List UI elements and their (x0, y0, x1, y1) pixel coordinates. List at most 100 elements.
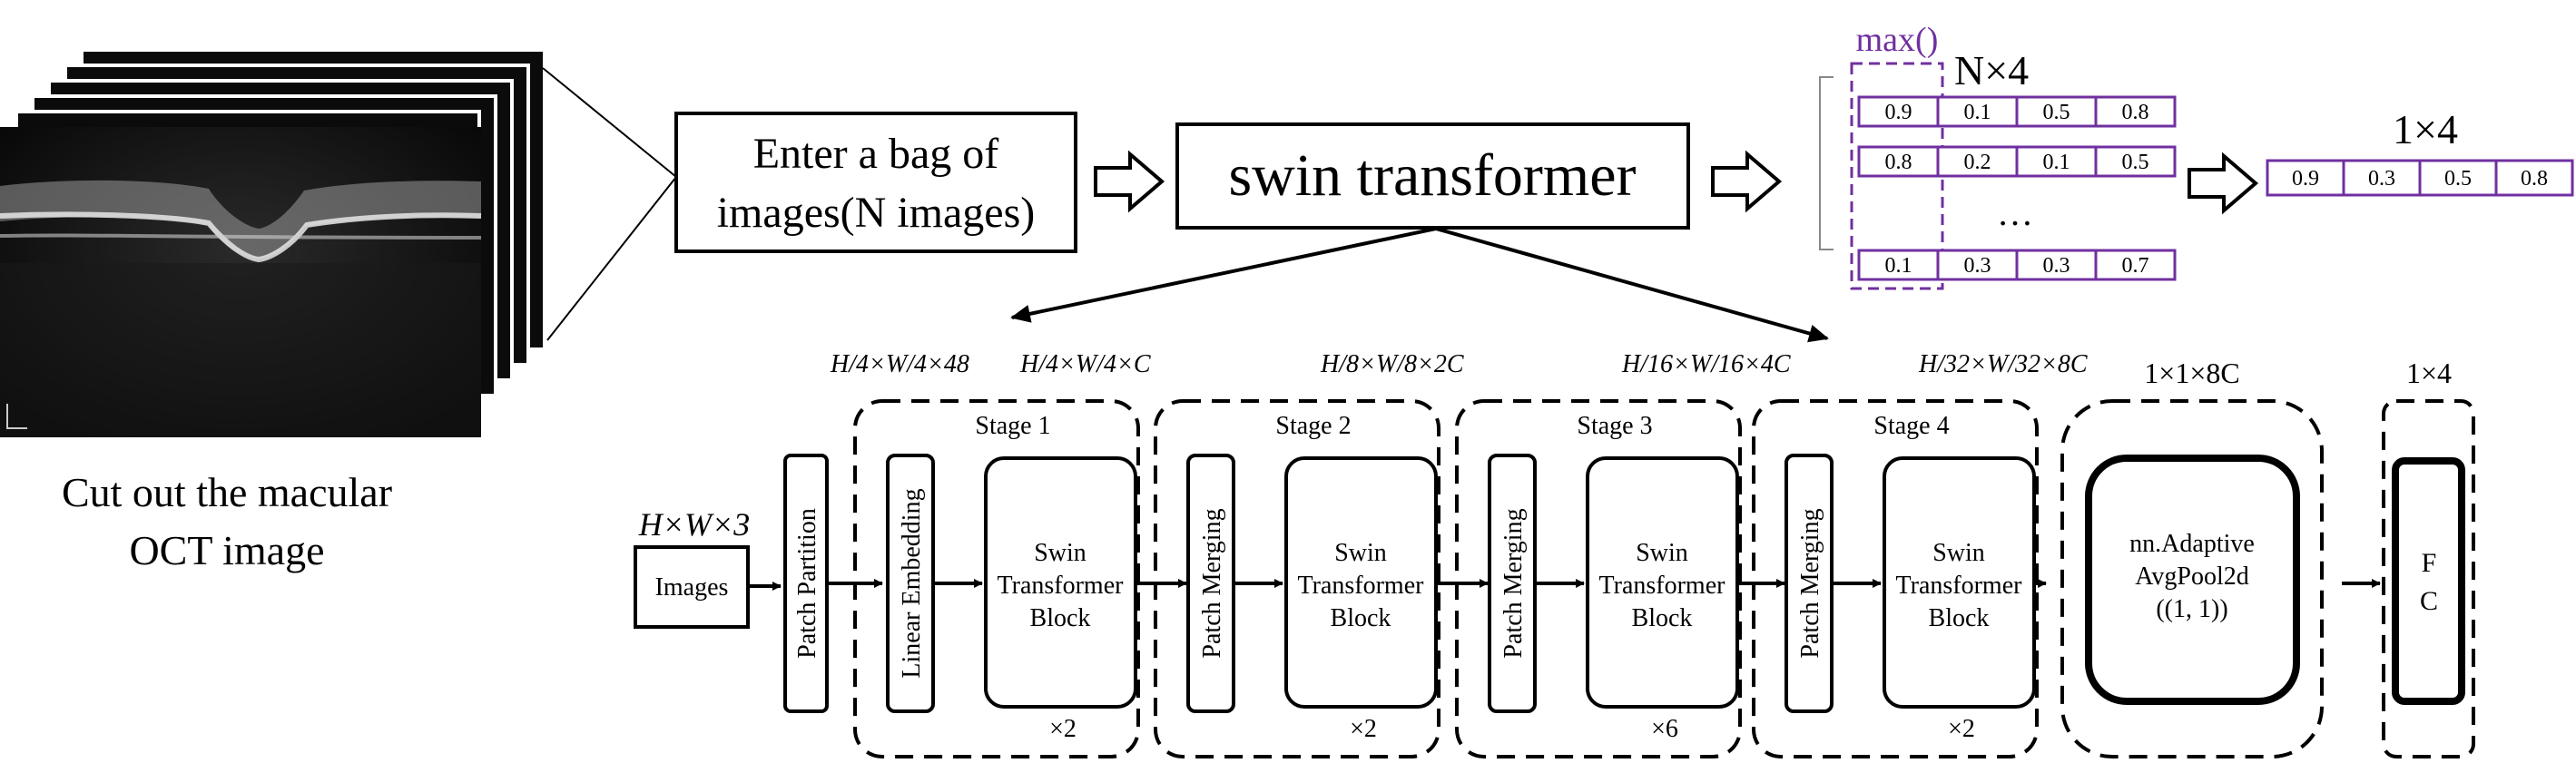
bag-box-line1: Enter a bag of (753, 130, 999, 178)
matrix-dims-label: N×4 (1954, 47, 2029, 93)
result-cell-value: 0.5 (2444, 167, 2472, 191)
retina-rpe-line (0, 211, 482, 263)
stage-first-block (1785, 454, 1834, 713)
stage-dashed-region (1154, 399, 1440, 758)
max-label: max() (1856, 21, 1939, 59)
matrix-cell (2094, 249, 2177, 281)
swin-block-label: Transformer (1896, 572, 2023, 600)
matrix-cell-value: 0.8 (2122, 101, 2149, 124)
result-cell-value: 0.9 (2292, 167, 2319, 191)
matrix-cell-value: 0.5 (2122, 151, 2149, 174)
swin-block-label: Block (1929, 604, 1990, 632)
matrix-cell (1936, 95, 2019, 128)
retina-choroid-line (0, 233, 482, 240)
swin-transformer-block (1284, 456, 1438, 709)
swin-block-label: Swin (1334, 539, 1387, 567)
matrix-cell-value: 0.9 (1885, 101, 1912, 124)
fan-arrow-right (1435, 227, 1829, 343)
swin-transformer-block (1883, 456, 2036, 709)
matrix-cell (2094, 145, 2177, 178)
swin-block-label: Block (1632, 604, 1693, 632)
matrix-cell-value: 0.2 (1964, 151, 1991, 174)
stage-dashed-region (853, 399, 1140, 758)
stage-output-dims: H/4×W/4×C (1019, 350, 1151, 378)
input-dims-label: H×W×3 (638, 506, 751, 543)
stage-repeat-label: ×6 (1651, 715, 1678, 743)
pipeline: H×W×3 Images Patch Partition H/4×W/4×48 … (634, 350, 2475, 758)
matrix-brace (1819, 76, 1834, 250)
fc-line1: F (2422, 548, 2437, 578)
stage-output-dims: H/8×W/8×2C (1320, 350, 1464, 378)
matrix-cell-value: 0.1 (1885, 254, 1912, 278)
swin-block-label: Swin (1932, 539, 1985, 567)
matrix-cell-value: 0.5 (2043, 101, 2070, 124)
result-cell (2494, 159, 2574, 197)
dims-after-partition: H/4×W/4×48 (830, 350, 969, 378)
matrix-cell-value: 0.1 (2043, 151, 2070, 174)
stage-title: Stage 1 (975, 412, 1050, 440)
matrix-ellipsis: … (1997, 192, 2033, 233)
stage-dashed-region (1752, 399, 2039, 758)
retina-layer-band (0, 180, 481, 259)
fc-dashed-region (2382, 399, 2475, 758)
result-cell (2266, 159, 2345, 197)
oct-noise-region (0, 263, 481, 437)
swin-transformer-block (984, 456, 1137, 709)
stage-first-block (886, 454, 935, 713)
hollow-arrow-1 (1094, 150, 1165, 213)
oct-image-stack (0, 48, 546, 437)
stage-title: Stage 3 (1577, 412, 1652, 440)
stage-repeat-label: ×2 (1350, 715, 1377, 743)
stage-repeat-label: ×2 (1948, 715, 1975, 743)
fc-line2: C (2420, 586, 2438, 616)
result-cell-value: 0.3 (2368, 167, 2395, 191)
swin-transformer-block (1586, 456, 1739, 709)
matrix-row: 0.1 0.3 0.3 0.7 (1857, 249, 2177, 281)
max-highlight-box (1850, 62, 1944, 290)
stage-first-block-label: Patch Merging (1499, 508, 1528, 658)
stage-first-block (1186, 454, 1235, 713)
stage-dashed-region (1455, 399, 1742, 758)
matrix-cell-value: 0.3 (1964, 254, 1991, 278)
stack-connector-top (542, 67, 677, 178)
result-cell (2342, 159, 2422, 197)
matrix-cell (2015, 95, 2098, 128)
swin-block-label: Block (1331, 604, 1391, 632)
bag-box-line2: images(N images) (717, 189, 1036, 237)
stage-repeat-label: ×2 (1049, 715, 1077, 743)
stage-first-block-label: Patch Merging (1198, 508, 1226, 658)
hollow-arrow-2 (1711, 150, 1783, 213)
stage-first-block (1488, 454, 1537, 713)
matrix-cell-value: 0.7 (2122, 254, 2149, 278)
swin-block-label: Transformer (998, 572, 1125, 600)
stage-first-block-label: Patch Merging (1796, 508, 1824, 658)
avgpool-line2: AvgPool2d (2135, 563, 2249, 591)
swin-block-label: Swin (1034, 539, 1086, 567)
swin-transformer-label: swin transformer (1228, 142, 1636, 209)
oct-caption-line1: Cut out the macular (62, 469, 392, 515)
stage-title: Stage 4 (1873, 412, 1949, 440)
fc-block (2392, 457, 2465, 705)
patch-partition-label: Patch Partition (793, 508, 821, 659)
result-dims-label: 1×4 (2393, 106, 2458, 152)
swin-block-label: Transformer (1599, 572, 1726, 600)
result-row: 0.9 0.3 0.5 0.8 (2266, 159, 2574, 197)
pool-dashed-region (2060, 399, 2324, 758)
stage-output-dims: H/32×W/32×8C (1918, 350, 2088, 378)
patch-partition-block (783, 454, 829, 713)
swin-block-label: Transformer (1298, 572, 1425, 600)
fc-dims-label: 1×4 (2406, 357, 2452, 389)
stack-connector-bottom (546, 176, 677, 341)
result-cell-value: 0.8 (2521, 167, 2548, 191)
swin-transformer-box (1175, 122, 1690, 230)
matrix-cell-value: 0.3 (2043, 254, 2070, 278)
bag-of-images-box (674, 112, 1077, 253)
